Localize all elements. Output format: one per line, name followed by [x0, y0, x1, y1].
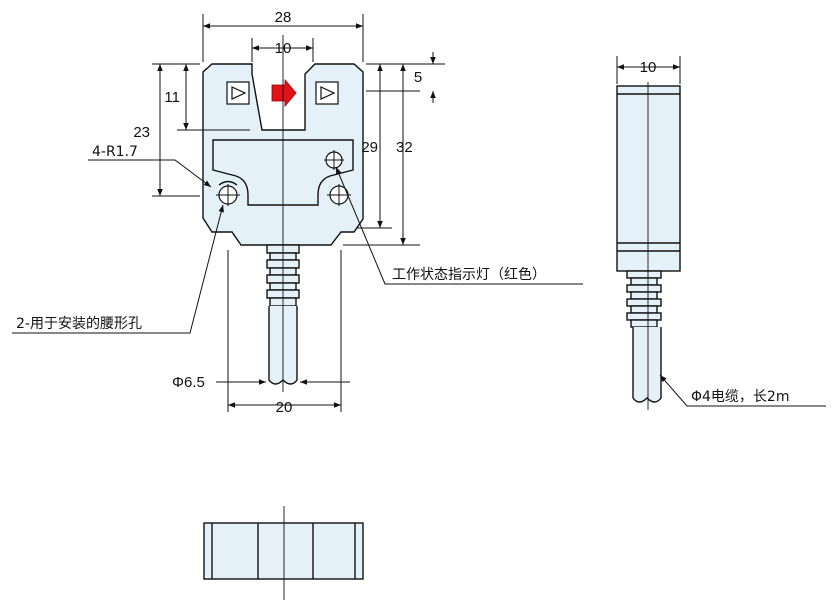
strain-relief-side	[626, 270, 662, 328]
dim-slot-width: 10	[275, 40, 292, 57]
sensor-body-side	[616, 85, 681, 272]
indicator-hole	[324, 150, 344, 170]
side-view: 10 Φ4电缆，长2m	[616, 56, 826, 410]
dim-height-11: 11	[164, 89, 180, 106]
sensor-body-top	[203, 522, 364, 580]
cable-side	[632, 327, 662, 403]
note-indicator: 工作状态指示灯（红色）	[392, 266, 546, 283]
front-view: 28 10 23 11 5 29 32 Φ6.5 20 4-R1.7 2-用于安…	[12, 9, 583, 416]
receiver-window	[315, 81, 339, 105]
dim-height-32: 32	[396, 139, 413, 156]
note-radius: 4-R1.7	[92, 144, 138, 160]
dim-side-width: 10	[640, 59, 657, 76]
indicator-arrow-icon	[271, 78, 297, 108]
dim-height-29: 29	[361, 139, 378, 156]
dim-height-23: 23	[133, 124, 150, 141]
emitter-window	[226, 81, 250, 105]
note-cable: Φ4电缆，长2m	[691, 389, 789, 405]
dim-width-total: 28	[275, 9, 292, 26]
mounting-hole-left	[216, 180, 240, 206]
top-view	[203, 506, 364, 600]
dim-bottom-width: 20	[276, 399, 293, 416]
note-slot-holes: 2-用于安装的腰形孔	[16, 316, 142, 332]
dim-height-5: 5	[414, 69, 422, 86]
dim-cable-dia: Φ6.5	[172, 374, 205, 391]
inner-panel	[212, 139, 354, 206]
mounting-hole-right	[327, 184, 351, 206]
